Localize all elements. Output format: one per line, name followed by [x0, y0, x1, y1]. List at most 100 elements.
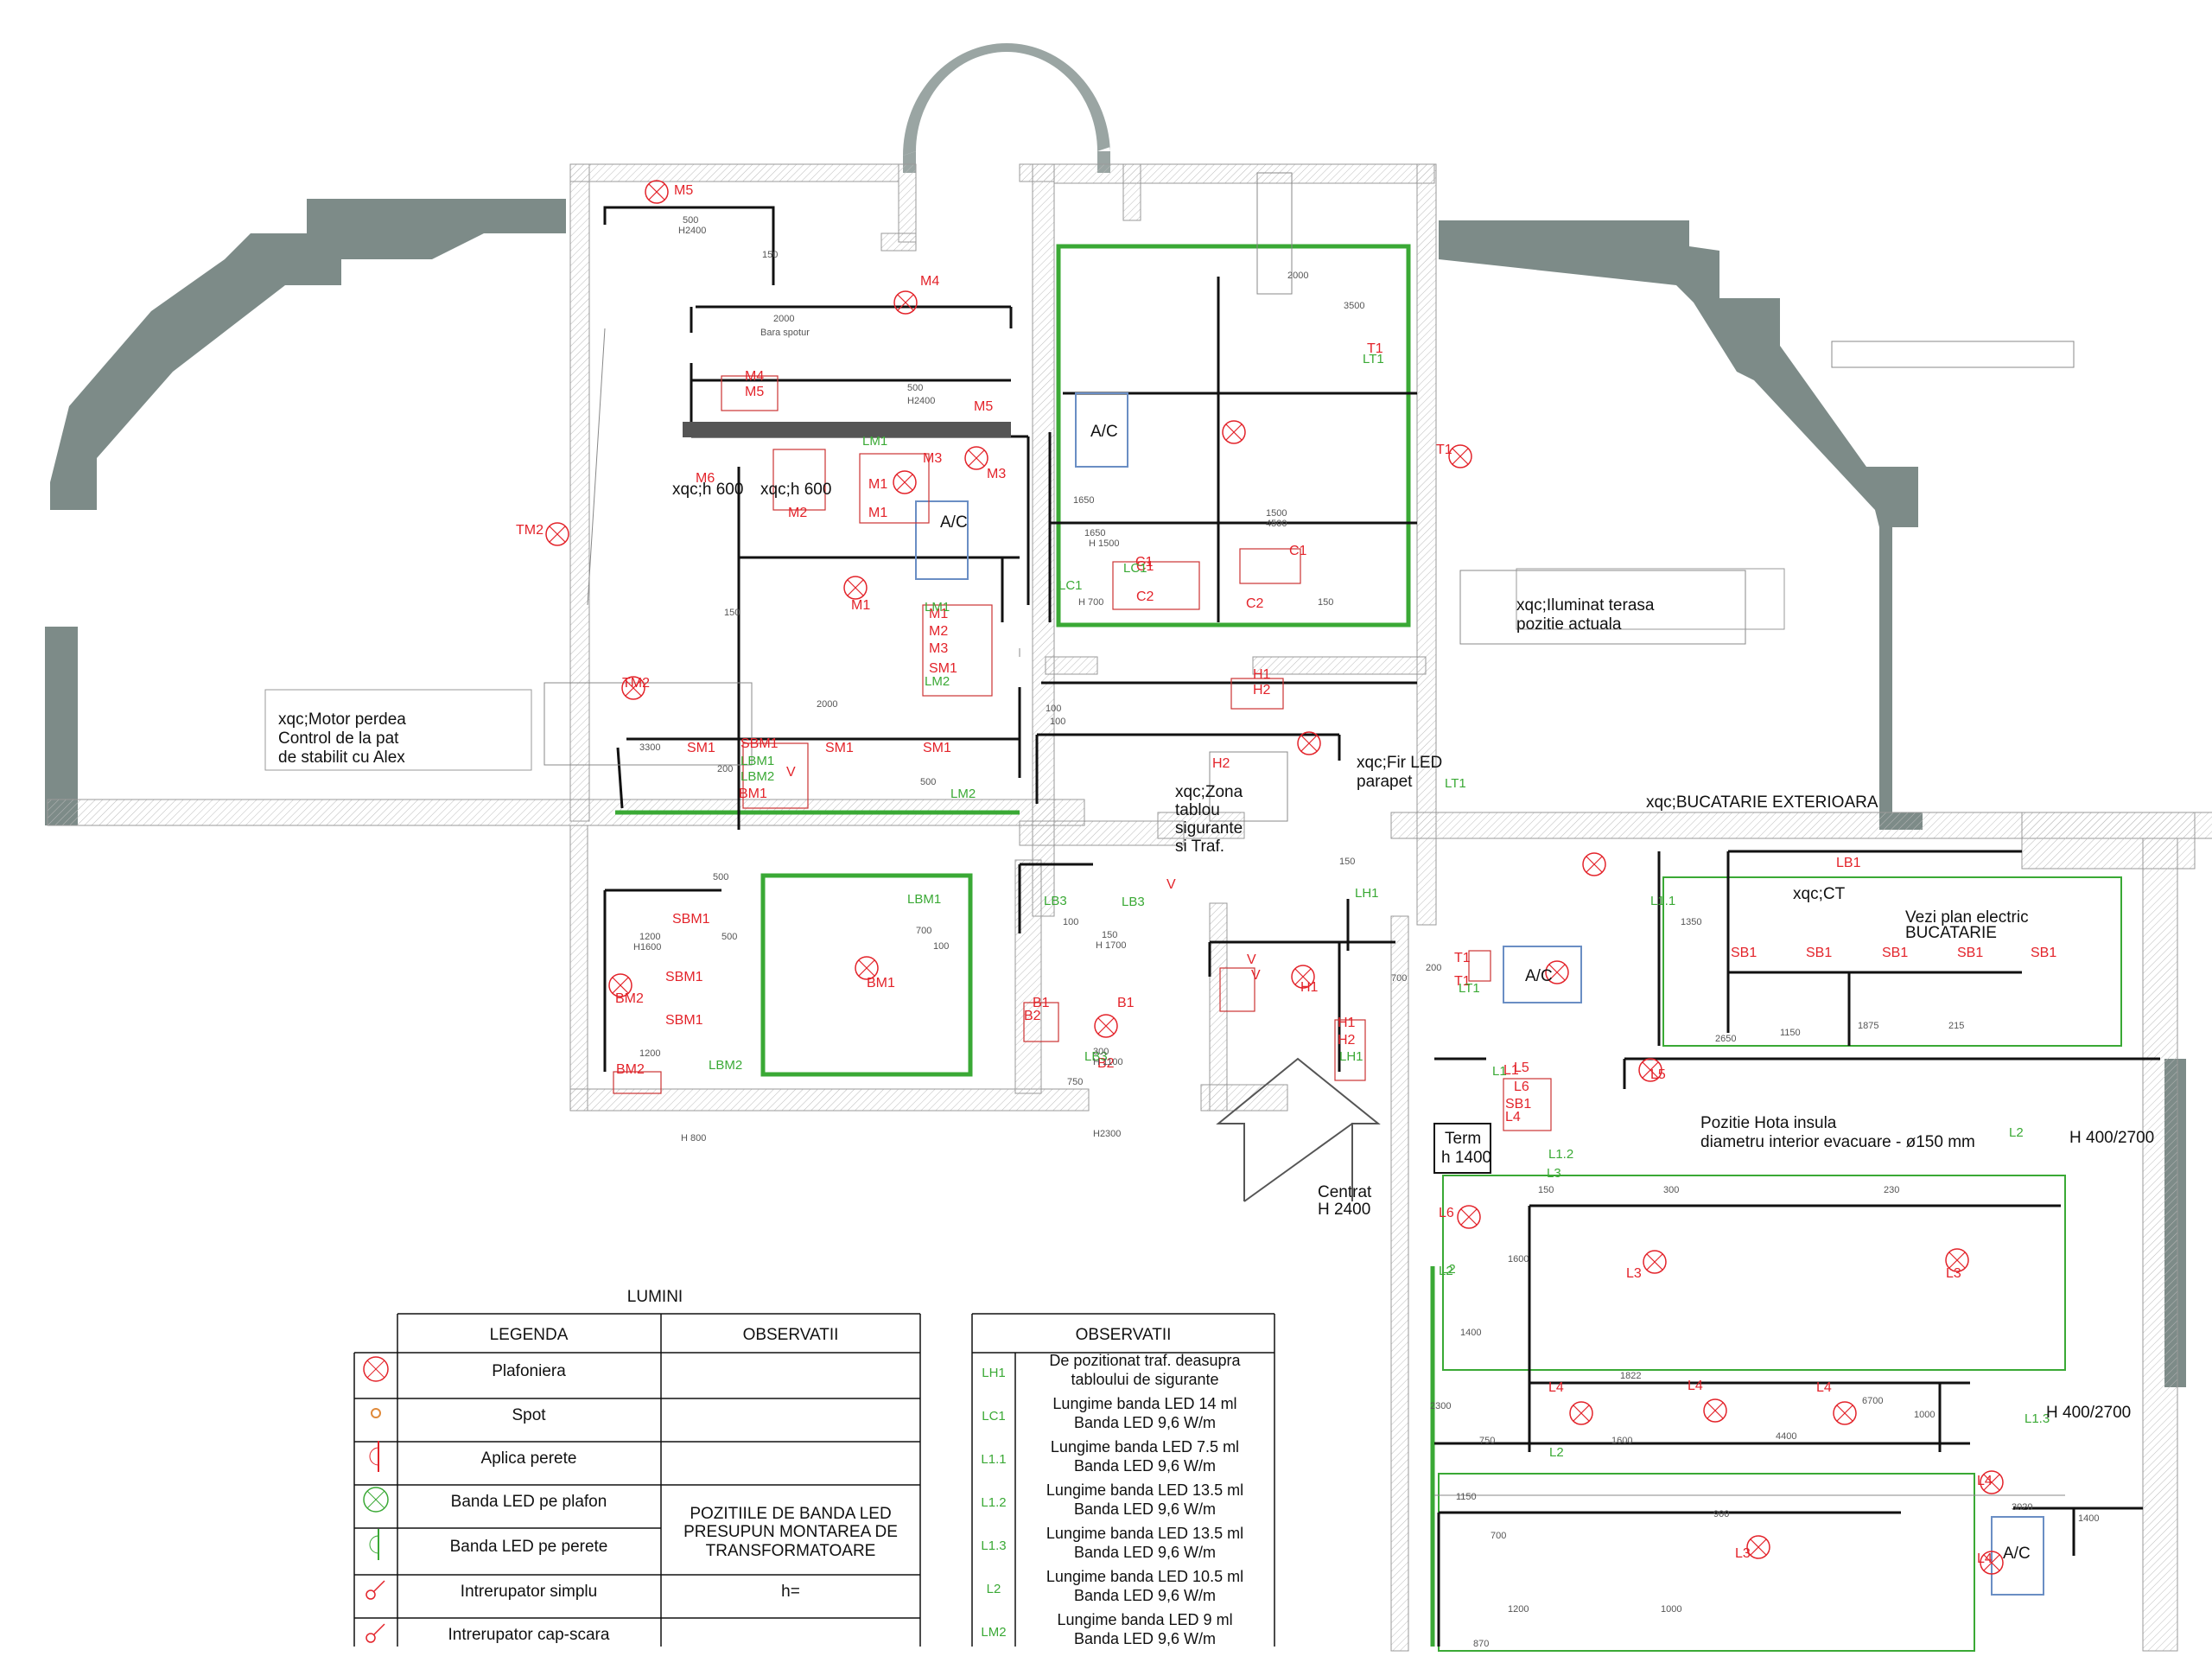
obs-line: tabloului de sigurante — [1071, 1371, 1218, 1388]
plafoniera-icon — [621, 676, 645, 700]
dim-label-60: 1400 — [2078, 1513, 2099, 1524]
fixture-box — [922, 604, 993, 697]
dim-label-22: 100 — [1050, 717, 1065, 727]
red-label-23: TM2 — [516, 523, 543, 538]
legend-obs: PRESUPUN MONTAREA DE — [683, 1523, 898, 1541]
fixture-box — [1112, 561, 1200, 610]
red-label-72: L4 — [1977, 1551, 1993, 1566]
fixture-box — [742, 742, 809, 809]
red-label-11: M1 — [851, 598, 870, 613]
dimension-labels: 500H24001502000500H240020003500150045001… — [633, 215, 2099, 1649]
plafoniera-icon — [1643, 1250, 1667, 1274]
led-perete-icon — [369, 1529, 379, 1560]
obs-line: Banda LED 9,6 W/m — [1074, 1500, 1216, 1518]
obs-line: Banda LED 9,6 W/m — [1074, 1587, 1216, 1604]
switch-icon — [365, 1580, 385, 1600]
plafoniera-icon — [855, 956, 879, 980]
dim-label-46: 1600 — [1611, 1436, 1632, 1446]
dim-label-43: 1822 — [1620, 1371, 1641, 1381]
note-ac-1: A/C — [1090, 423, 1118, 441]
plafoniera-icon — [1746, 1535, 1770, 1559]
legend-name: Intrerupator cap-scara — [448, 1626, 610, 1644]
red-label-59: L1 — [1503, 1063, 1519, 1078]
red-label-63: L5 — [1650, 1067, 1666, 1082]
dim-label-14: 150 — [1318, 597, 1333, 608]
aplica-icon — [369, 1441, 379, 1472]
terrace-wall-left — [50, 199, 566, 510]
green-label-12: LBM2 — [709, 1058, 742, 1073]
obs-code: L1.3 — [981, 1538, 1006, 1553]
red-label-2: M4 — [745, 369, 764, 384]
dim-label-3: 2000 — [773, 314, 794, 324]
dim-label-57: 2650 — [1715, 1034, 1736, 1044]
obs-line: De pozitionat traf. deasupra — [1049, 1352, 1241, 1369]
plafoniera-icon — [893, 290, 918, 315]
dim-label-47: 4400 — [1776, 1431, 1796, 1442]
note-fir-1: xqc;Fir LED — [1357, 754, 1442, 772]
red-label-16: C1 — [1135, 555, 1154, 570]
red-label-1: M4 — [920, 274, 939, 289]
red-label-53: SB1 — [1731, 946, 1757, 960]
red-label-61: SB1 — [1505, 1097, 1531, 1112]
obs-line: Banda LED 9,6 W/m — [1074, 1544, 1216, 1561]
fixture-box — [1334, 1019, 1366, 1081]
dim-label-17: 2000 — [817, 699, 837, 710]
red-label-21: T1 — [1367, 341, 1383, 356]
annotation-notes: xqc;Motor perdea Control de la pat de st… — [264, 328, 2154, 1563]
dim-label-58: 1875 — [1858, 1021, 1878, 1031]
red-label-56: SB1 — [1957, 946, 1983, 960]
green-label-3: LC1 — [1123, 561, 1147, 576]
note-motor-2: Control de la pat — [278, 729, 399, 748]
green-label-13: LB3 — [1084, 1049, 1108, 1064]
red-label-66: L3 — [1946, 1266, 1961, 1281]
note-zona-3: sigurante — [1175, 819, 1243, 838]
obs-code: LM2 — [981, 1625, 1006, 1640]
note-hota-2: diametru interior evacuare - ø150 mm — [1700, 1133, 1975, 1151]
legend-name: Banda LED pe plafon — [451, 1493, 607, 1511]
red-label-58: L5 — [1514, 1061, 1529, 1075]
dim-label-63: 1150 — [1780, 1028, 1801, 1038]
fixture-box — [859, 453, 930, 524]
plafoniera-icon — [363, 1356, 389, 1382]
red-label-50: T1 — [1454, 951, 1471, 965]
note-term-1: Term — [1445, 1130, 1481, 1148]
red-label-9: M3 — [987, 467, 1006, 481]
obs-line: Lungime banda LED 14 ml — [1052, 1395, 1236, 1412]
red-label-71: L3 — [1735, 1546, 1751, 1561]
note-zona-1: xqc;Zona — [1175, 783, 1243, 801]
red-label-64: L6 — [1439, 1206, 1454, 1220]
dim-label-24: 1200 — [639, 932, 660, 942]
fixture-box — [1503, 1078, 1552, 1131]
plafoniera-icon — [893, 470, 917, 494]
dim-label-53: 900 — [1713, 1509, 1729, 1519]
red-label-24: TM2 — [622, 676, 650, 691]
plafoniera-icon — [843, 576, 868, 600]
red-label-10: M3 — [923, 451, 942, 466]
plafoniera-icon — [1291, 965, 1315, 989]
red-label-12: M1 — [929, 607, 948, 621]
legend-obs-extra: TRANSFORMATOARE — [706, 1542, 876, 1560]
green-label-24: L2 — [1549, 1445, 1564, 1460]
dim-label-8: 1500 — [1266, 508, 1287, 519]
dim-label-34: 300 — [1093, 1047, 1109, 1057]
green-label-22: L2 — [2009, 1125, 2024, 1140]
red-label-42: B1 — [1117, 996, 1135, 1010]
dim-label-15: 150 — [1339, 857, 1355, 867]
dim-label-12: 1650 — [1073, 495, 1094, 506]
fixture-box — [721, 375, 779, 411]
red-label-26: H2 — [1253, 683, 1271, 698]
legend-header-2: OBSERVATII — [743, 1326, 839, 1344]
fixture-box — [1468, 950, 1491, 982]
green-label-20: L2 — [1441, 1262, 1456, 1277]
fixture-box — [613, 1071, 662, 1094]
red-label-20: C2 — [1246, 596, 1264, 611]
note-vezi-2: BUCATARIE — [1905, 924, 1997, 942]
green-label-19: L1 — [1492, 1064, 1507, 1079]
green-label-23: L1.2 — [1548, 1147, 1573, 1162]
red-label-48: H1 — [1338, 1016, 1356, 1030]
obs-line: Banda LED 9,6 W/m — [1074, 1630, 1216, 1647]
